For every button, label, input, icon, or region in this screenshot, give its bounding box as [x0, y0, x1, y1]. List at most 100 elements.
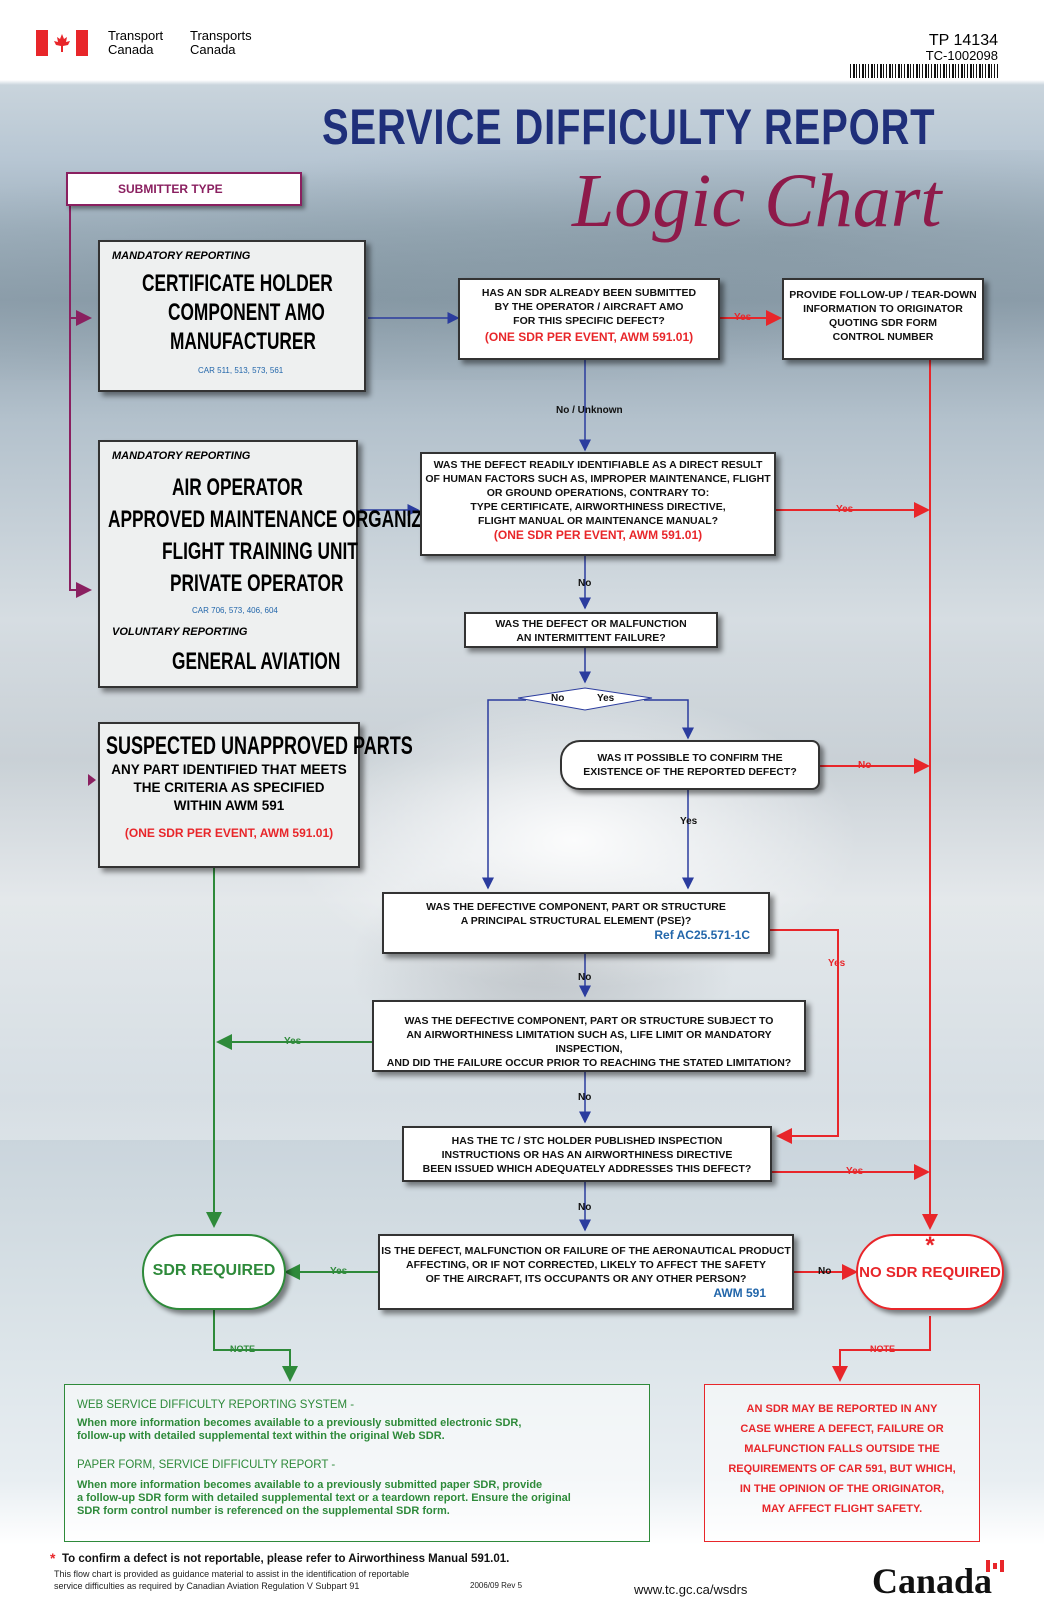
followup-info-box: PROVIDE FOLLOW-UP / TEAR-DOWN INFORMATIO… [782, 278, 984, 360]
q1-line-2: BY THE OPERATOR / AIRCRAFT AMO [494, 301, 684, 313]
q2-line-5: FLIGHT MANUAL OR MAINTENANCE MANUAL? [477, 515, 719, 527]
right-note-line-3: MALFUNCTION FALLS OUTSIDE THE [744, 1443, 940, 1455]
box2-ref: CAR 706, 573, 406, 604 [192, 606, 278, 615]
paper-text-2: a follow-up SDR form with detailed suppl… [77, 1492, 571, 1504]
label-yes-q6: Yes [284, 1036, 302, 1047]
q8-line-3: OF THE AIRCRAFT, ITS OCCUPANTS OR ANY OT… [425, 1273, 747, 1285]
box1-line-3: MANUFACTURER [170, 328, 316, 355]
dept-fr-2: Canada [190, 42, 236, 57]
box2-heading-2: VOLUNTARY REPORTING [112, 626, 248, 638]
submitter-box-unapproved-parts: SUSPECTED UNAPPROVED PARTS ANY PART IDEN… [98, 722, 413, 868]
label-yes-diamond: Yes [597, 693, 615, 704]
box1-heading: MANDATORY REPORTING [112, 250, 251, 262]
followup-line-3: QUOTING SDR FORM [829, 317, 937, 329]
footer-confirm: To confirm a defect is not reportable, p… [62, 1553, 510, 1565]
question-confirm-existence: WAS IT POSSIBLE TO CONFIRM THE EXISTENCE… [560, 740, 820, 790]
label-no-q7: No [578, 1202, 592, 1213]
q6-line-3: AND DID THE FAILURE OCCUR PRIOR TO REACH… [386, 1057, 792, 1069]
box3-line-3: WITHIN AWM 591 [173, 798, 285, 813]
box2-line-5: GENERAL AVIATION [172, 648, 341, 675]
label-yes-q8: Yes [330, 1266, 348, 1277]
q6-line-1: WAS THE DEFECTIVE COMPONENT, PART OR STR… [404, 1015, 774, 1027]
right-note-line-4: REQUIREMENTS OF CAR 591, BUT WHICH, [728, 1463, 956, 1475]
q7-line-1: HAS THE TC / STC HOLDER PUBLISHED INSPEC… [451, 1135, 723, 1147]
q2-line-2: OF HUMAN FACTORS SUCH AS, IMPROPER MAINT… [425, 473, 771, 485]
q4-line-2: EXISTENCE OF THE REPORTED DEFECT? [583, 766, 797, 778]
paper-text-1: When more information becomes available … [77, 1479, 543, 1491]
box3-line-1: ANY PART IDENTIFIED THAT MEETS [111, 762, 347, 777]
wordmark-flag-icon [986, 1560, 1004, 1572]
dept-fr-1: Transports [190, 28, 252, 43]
submitter-type-tab: SUBMITTER TYPE [66, 172, 302, 206]
question-human-factors: WAS THE DEFECT READILY IDENTIFIABLE AS A… [420, 452, 776, 556]
paper-title: PAPER FORM, SERVICE DIFFICULTY REPORT - [77, 1459, 336, 1471]
dept-en-1: Transport [108, 28, 164, 43]
box2-line-2: APPROVED MAINTENANCE ORGANIZATION [108, 506, 475, 533]
question-principal-structural-element: WAS THE DEFECTIVE COMPONENT, PART OR STR… [382, 892, 770, 954]
label-yes-q5: Yes [828, 958, 846, 969]
submitter-box-certificate-holder: MANDATORY REPORTING CERTIFICATE HOLDER C… [98, 240, 366, 392]
label-yes-q4: Yes [680, 816, 698, 827]
right-note-line-6: MAY AFFECT FLIGHT SAFETY. [761, 1503, 923, 1515]
question-airworthiness-limitation: WAS THE DEFECTIVE COMPONENT, PART OR STR… [372, 1000, 806, 1072]
canada-wordmark: Canada [872, 1561, 993, 1601]
web-title: WEB SERVICE DIFFICULTY REPORTING SYSTEM … [77, 1399, 355, 1411]
q2-line-3: OR GROUND OPERATIONS, CONTRARY TO: [486, 487, 710, 499]
label-note-left: NOTE [230, 1344, 256, 1354]
box2-line-4: PRIVATE OPERATOR [170, 570, 344, 597]
q8-ref: AWM 591 [713, 1286, 766, 1300]
right-note-line-1: AN SDR MAY BE REPORTED IN ANY [746, 1403, 938, 1415]
submitter-type-label: SUBMITTER TYPE [118, 182, 223, 196]
web-text-2: follow-up with detailed supplemental tex… [77, 1430, 445, 1442]
question-sdr-already-submitted: HAS AN SDR ALREADY BEEN SUBMITTED BY THE… [458, 278, 720, 360]
dept-en-2: Canada [108, 42, 154, 57]
no-sdr-required-label: NO SDR REQUIRED [859, 1264, 1001, 1281]
outcome-sdr-required: SDR REQUIRED [142, 1234, 286, 1310]
label-no-unknown: No / Unknown [556, 405, 623, 416]
box2-line-3: FLIGHT TRAINING UNIT [162, 538, 358, 565]
question-safety-affecting: IS THE DEFECT, MALFUNCTION OR FAILURE OF… [378, 1234, 794, 1310]
q8-line-1: IS THE DEFECT, MALFUNCTION OR FAILURE OF… [381, 1245, 791, 1257]
right-note-line-5: IN THE OPINION OF THE ORIGINATOR, [739, 1483, 945, 1495]
q2-ref: (ONE SDR PER EVENT, AWM 591.01) [493, 528, 703, 542]
label-no-q6: No [578, 1092, 592, 1103]
paper-text-3: SDR form control number is referenced on… [77, 1505, 450, 1517]
note-box-may-report: AN SDR MAY BE REPORTED IN ANY CASE WHERE… [704, 1384, 980, 1542]
followup-line-4: CONTROL NUMBER [832, 331, 934, 343]
right-note-line-2: CASE WHERE A DEFECT, FAILURE OR [740, 1423, 944, 1435]
sdr-required-label: SDR REQUIRED [152, 1262, 276, 1279]
footer-revision: 2006/09 Rev 5 [470, 1581, 523, 1590]
box2-line-1: AIR OPERATOR [172, 474, 303, 501]
barcode [850, 64, 998, 78]
submitter-box-air-operator: MANDATORY REPORTING AIR OPERATOR APPROVE… [98, 440, 474, 688]
q2-line-4: TYPE CERTIFICATE, AIRWORTHINESS DIRECTIV… [470, 501, 726, 513]
label-note-right: NOTE [870, 1344, 896, 1354]
page-subtitle: Logic Chart [572, 159, 942, 243]
footer-guide-1: This flow chart is provided as guidance … [54, 1569, 410, 1579]
footer-url[interactable]: www.tc.gc.ca/wsdrs [634, 1582, 748, 1597]
q7-line-2: INSTRUCTIONS OR HAS AN AIRWORTHINESS DIR… [441, 1149, 733, 1161]
question-tc-stc-inspection: HAS THE TC / STC HOLDER PUBLISHED INSPEC… [402, 1126, 772, 1182]
label-no-q8: No [818, 1266, 832, 1277]
web-text-1: When more information becomes available … [77, 1417, 522, 1429]
label-yes-q1: Yes [734, 312, 752, 323]
followup-line-1: PROVIDE FOLLOW-UP / TEAR-DOWN [789, 289, 977, 301]
note-box-web-paper: WEB SERVICE DIFFICULTY REPORTING SYSTEM … [64, 1384, 650, 1542]
no-sdr-asterisk: * [925, 1232, 935, 1259]
box1-line-2: COMPONENT AMO [168, 299, 325, 326]
label-no-q4: No [858, 760, 872, 771]
q3-line-1: WAS THE DEFECT OR MALFUNCTION [495, 618, 687, 630]
page-title: SERVICE DIFFICULTY REPORT [322, 99, 936, 155]
q4-line-1: WAS IT POSSIBLE TO CONFIRM THE [597, 752, 783, 764]
footer-star: * [50, 1550, 56, 1566]
q8-line-2: AFFECTING, OR IF NOT CORRECTED, LIKELY T… [406, 1259, 766, 1271]
label-no-diamond: No [551, 693, 565, 704]
footer-guide-2: service difficulties as required by Cana… [54, 1581, 360, 1591]
box1-ref: CAR 511, 513, 573, 561 [198, 366, 284, 375]
label-yes-q2: Yes [836, 504, 854, 515]
box3-line-2: THE CRITERIA AS SPECIFIED [133, 780, 325, 795]
label-no-q2: No [578, 578, 592, 589]
box3-title: SUSPECTED UNAPPROVED PARTS [106, 732, 413, 760]
label-yes-q7: Yes [846, 1166, 864, 1177]
